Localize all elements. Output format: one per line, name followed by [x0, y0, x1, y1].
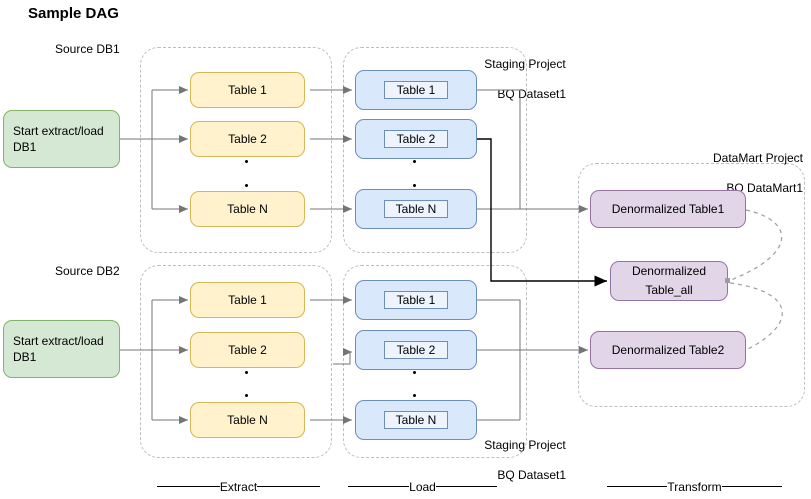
extract-table-2-db1[interactable]: Table 2: [190, 121, 305, 157]
ellipsis-dot: [413, 184, 416, 187]
stage-rule: [721, 486, 783, 487]
load-table-n-db2-label: Table N: [384, 411, 448, 429]
ellipsis-dot: [245, 184, 248, 187]
source-db1-label: Source DB1: [55, 42, 120, 56]
stage-extract-label: Extract: [219, 479, 258, 494]
denormalized-table2-node[interactable]: Denormalized Table2: [590, 331, 746, 369]
load-table-1-db2[interactable]: Table 1: [355, 280, 477, 320]
extract-table-2-db2[interactable]: Table 2: [190, 332, 305, 368]
db1-load-to-datamart-arrows: [477, 89, 588, 213]
load-table-1-db1[interactable]: Table 1: [355, 70, 477, 110]
extract-table-n-db2[interactable]: Table N: [190, 402, 305, 438]
extract-table-1-db1[interactable]: Table 1: [190, 72, 305, 108]
denormalized-table1-node[interactable]: Denormalized Table1: [590, 190, 746, 228]
load-table-n-db1[interactable]: Table N: [355, 189, 477, 229]
db1-extract-to-load-arrows: [310, 86, 352, 213]
stage-load: Load: [348, 479, 498, 494]
stage-extract: Extract: [157, 479, 320, 494]
load-group-db1: [343, 47, 527, 253]
ellipsis-dot: [413, 394, 416, 397]
load-to-table-all-arrow: [477, 138, 607, 287]
connector-line: [477, 299, 521, 421]
page-title: Sample DAG: [28, 5, 119, 22]
arrow-jog: [333, 348, 352, 365]
denormalized-table-all-line2: Table_all: [645, 283, 693, 297]
extract-table-n-db1[interactable]: Table N: [190, 191, 305, 227]
load-group-db2: [343, 265, 527, 458]
load-table-2-db1-label: Table 2: [384, 130, 448, 148]
staging-label-bottom-line1: Staging Project: [484, 438, 566, 452]
stage-rule: [348, 486, 410, 487]
ellipsis-dot: [413, 371, 416, 374]
datamart-label-line1: DataMart Project: [712, 151, 804, 165]
staging-label-bottom-line2: BQ Dataset1: [497, 468, 567, 482]
extract-table-1-db2[interactable]: Table 1: [190, 282, 305, 318]
datamart-group: [578, 163, 805, 407]
arc-endpoint-dot: [725, 278, 730, 283]
stage-rule: [157, 486, 220, 487]
load-table-2-db1[interactable]: Table 2: [355, 119, 477, 159]
connector-line: [120, 300, 153, 420]
ellipsis-dot: [245, 394, 248, 397]
ellipsis-dot: [245, 160, 248, 163]
extract-group-db1: [140, 47, 332, 253]
start-node-db2[interactable]: Start extract/load DB1: [3, 320, 120, 378]
load-table-2-db2[interactable]: Table 2: [355, 330, 477, 370]
load-table-n-db2[interactable]: Table N: [355, 400, 477, 440]
denormalized-table-all-node[interactable]: Denormalized Table_all: [610, 261, 728, 301]
stage-rule: [435, 486, 498, 487]
denormalized-table-all-line1: Denormalized: [631, 264, 707, 278]
arc-table1-to-table-all: [730, 209, 783, 281]
db1-start-to-extract-arrows: [120, 86, 188, 213]
stage-transform-label: Transform: [667, 479, 722, 494]
start-node-db1[interactable]: Start extract/load DB1: [3, 110, 120, 168]
db2-load-to-datamart-arrows: [477, 299, 588, 421]
ellipsis-dot: [245, 371, 248, 374]
source-db2-label: Source DB2: [55, 264, 120, 278]
connector-line: [477, 89, 521, 209]
db2-extract-to-load-arrows: [310, 296, 352, 424]
load-table-1-db2-label: Table 1: [384, 291, 448, 309]
extract-group-db2: [140, 265, 332, 458]
stage-transform: Transform: [607, 479, 783, 494]
ellipsis-dot: [413, 160, 416, 163]
load-table-2-db2-label: Table 2: [384, 341, 448, 359]
connector-line: [120, 90, 153, 209]
staging-label-bottom: Staging Project BQ Dataset1: [455, 438, 595, 483]
arc-table-all-to-table2: [729, 282, 783, 350]
datamart-dependency-arcs: [729, 209, 783, 350]
staging-label-top-line1: Staging Project: [484, 57, 566, 71]
load-table-1-db1-label: Table 1: [384, 81, 448, 99]
stage-rule: [257, 486, 320, 487]
load-table-n-db1-label: Table N: [384, 200, 448, 218]
stage-load-label: Load: [409, 479, 436, 494]
stage-rule: [607, 486, 668, 487]
db2-start-to-extract-arrows: [120, 296, 188, 424]
